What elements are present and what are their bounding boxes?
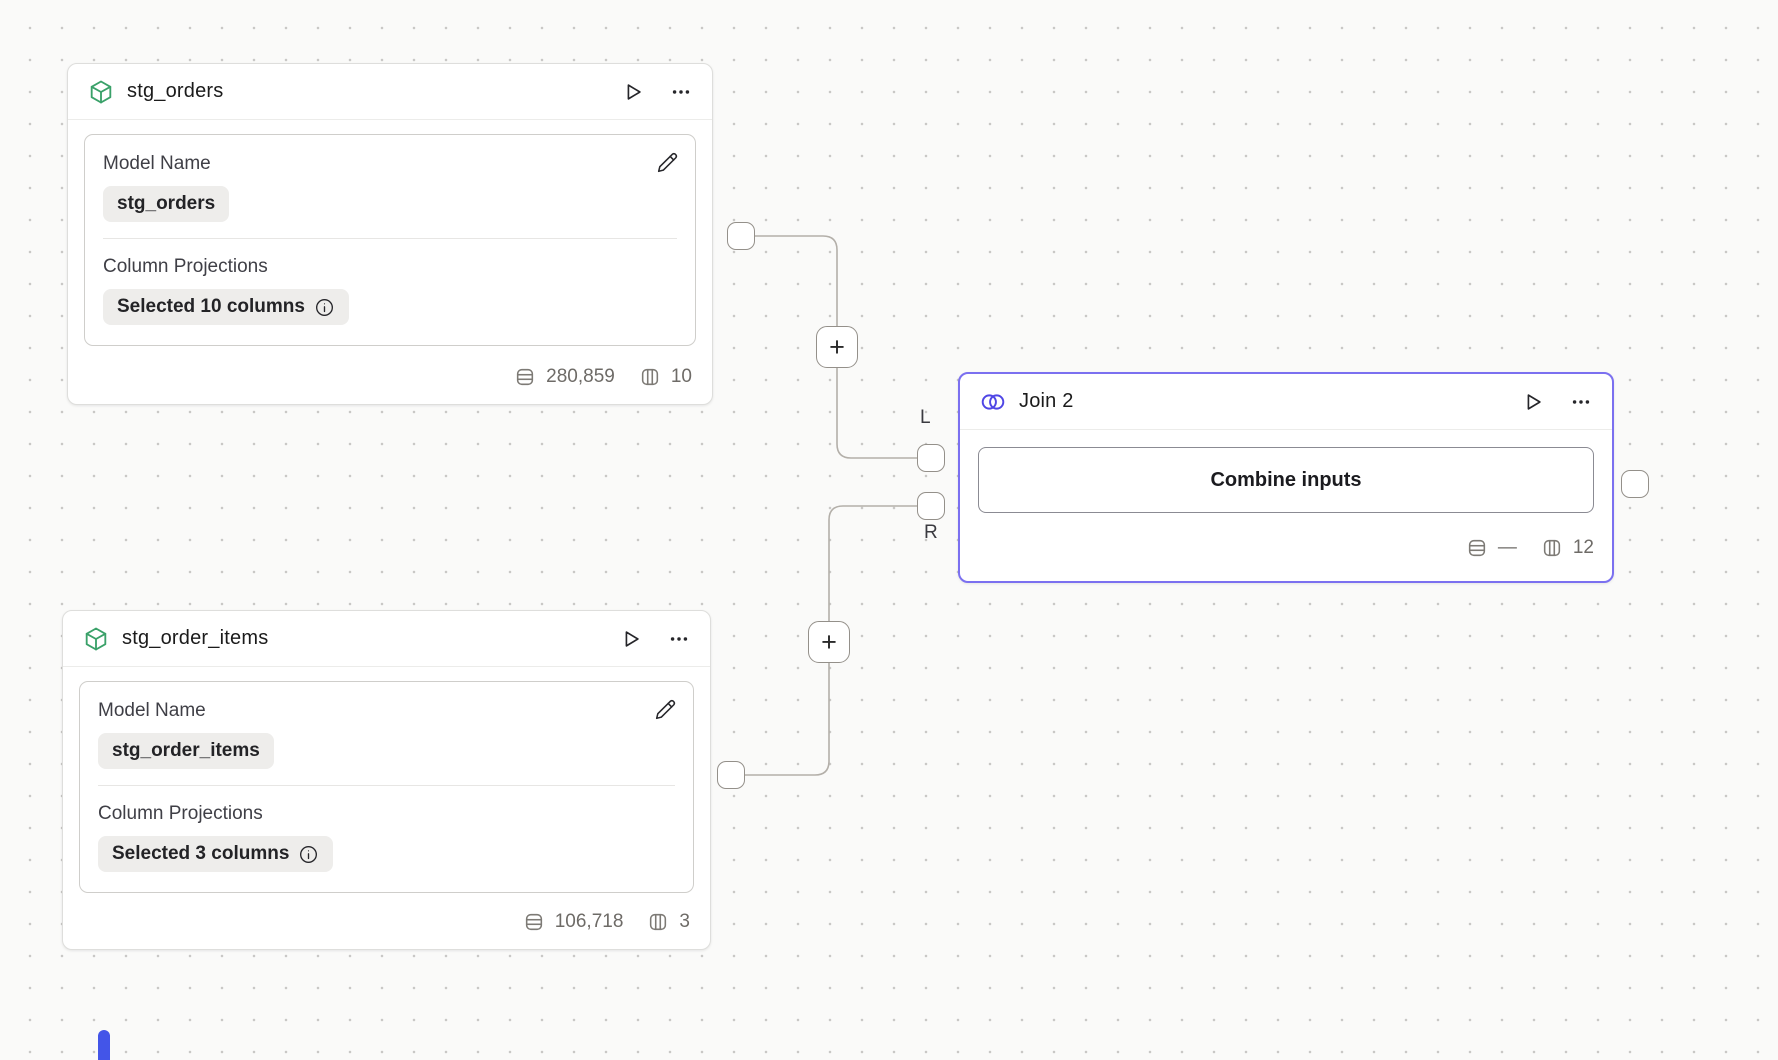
column-count-stat: 10: [639, 366, 692, 388]
column-count-value: 12: [1572, 536, 1594, 558]
port-join-left-input[interactable]: [917, 444, 945, 472]
model-cube-icon: [83, 626, 109, 652]
ellipsis-icon: [670, 636, 688, 641]
run-node-button[interactable]: [620, 628, 642, 650]
columns-icon: [641, 368, 658, 386]
node-menu-button[interactable]: [1570, 391, 1592, 413]
node-stg-orders[interactable]: stg_orders: [67, 63, 713, 405]
node-header: stg_orders: [68, 64, 712, 120]
port-stg-order-items-output[interactable]: [717, 761, 745, 789]
column-projections-pill[interactable]: Selected 10 columns: [103, 289, 349, 325]
node-footer: 106,718 3: [63, 895, 710, 949]
rows-icon: [517, 368, 534, 386]
node-body: Combine inputs: [960, 430, 1612, 514]
run-node-button[interactable]: [1522, 391, 1544, 413]
port-stg-orders-output[interactable]: [727, 222, 755, 250]
edit-model-button[interactable]: [656, 151, 679, 174]
node-stg-order-items[interactable]: stg_order_items: [62, 610, 711, 950]
port-join-right-input[interactable]: [917, 492, 945, 520]
rows-icon: [525, 913, 542, 931]
model-config-card: Model Name stg_order_items Column Projec…: [79, 681, 694, 893]
info-icon[interactable]: [298, 844, 319, 865]
column-count-value: 3: [679, 911, 690, 932]
column-count-stat: 12: [1541, 537, 1594, 559]
info-icon[interactable]: [314, 297, 335, 318]
play-icon: [627, 83, 641, 100]
row-count-value: 106,718: [554, 911, 624, 932]
card-divider: [103, 238, 677, 239]
column-projections-label: Column Projections: [103, 256, 268, 277]
card-divider: [98, 785, 675, 786]
node-title: Join 2: [1019, 390, 1074, 412]
node-menu-button[interactable]: [668, 628, 690, 650]
node-join-2[interactable]: Join 2 Combine inputs: [958, 372, 1614, 583]
edit-model-button[interactable]: [654, 698, 677, 721]
column-projections-label: Column Projections: [98, 803, 263, 824]
node-body: Model Name stg_orders Column Projections…: [68, 120, 712, 350]
rows-icon: [1468, 539, 1485, 556]
pencil-icon: [655, 700, 676, 720]
model-config-card: Model Name stg_orders Column Projections…: [84, 134, 696, 346]
join-right-port-label: R: [924, 522, 938, 543]
model-name-value-pill: stg_order_items: [98, 733, 274, 769]
node-footer: 280,859 10: [68, 350, 712, 404]
run-node-button[interactable]: [622, 81, 644, 103]
ellipsis-icon: [1572, 399, 1590, 404]
column-count-value: 10: [670, 366, 692, 387]
row-count-value: 280,859: [546, 366, 615, 387]
join-venn-icon: [980, 389, 1006, 415]
model-name-value-pill: stg_orders: [103, 186, 230, 222]
row-count-stat: 106,718: [523, 911, 624, 933]
port-join-output[interactable]: [1621, 470, 1649, 498]
row-count-value: —: [1497, 536, 1517, 558]
model-cube-icon: [88, 79, 114, 105]
play-icon: [625, 630, 639, 647]
node-header: stg_order_items: [63, 611, 710, 667]
play-icon: [1527, 393, 1541, 410]
model-name-label: Model Name: [103, 153, 211, 174]
column-count-stat: 3: [647, 911, 690, 933]
node-menu-button[interactable]: [670, 81, 692, 103]
node-body: Model Name stg_order_items Column Projec…: [63, 667, 710, 895]
ellipsis-icon: [672, 89, 690, 94]
row-count-stat: —: [1466, 537, 1517, 559]
row-count-stat: 280,859: [514, 366, 615, 388]
add-step-on-edge-button[interactable]: +: [816, 326, 858, 368]
node-footer: — 12: [960, 514, 1612, 581]
node-header: Join 2: [960, 374, 1612, 430]
combine-inputs-button[interactable]: Combine inputs: [978, 447, 1594, 513]
model-name-label: Model Name: [98, 700, 206, 721]
scrollbar-thumb[interactable]: [98, 1030, 110, 1060]
join-left-port-label: L: [920, 407, 931, 428]
node-title: stg_order_items: [122, 627, 269, 649]
node-title: stg_orders: [127, 80, 224, 102]
pencil-icon: [657, 153, 678, 173]
columns-icon: [1543, 539, 1560, 556]
columns-icon: [650, 913, 667, 931]
column-projections-pill[interactable]: Selected 3 columns: [98, 836, 334, 872]
add-step-on-edge-button[interactable]: +: [808, 621, 850, 663]
